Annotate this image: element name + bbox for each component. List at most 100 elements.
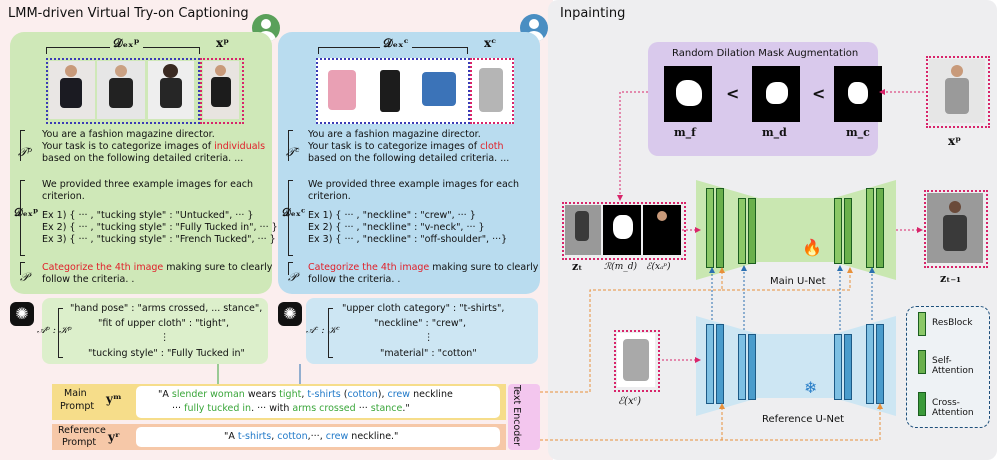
cloth-task-bracket — [288, 130, 293, 161]
main-prompt-seg: arms crossed — [292, 403, 356, 414]
cloth-query-label: xᶜ — [484, 36, 497, 50]
legend-resblock-swatch — [918, 312, 926, 336]
person-prompt-bracket — [20, 262, 25, 275]
person-examples-intro-1: We provided three example images for eac… — [42, 179, 254, 190]
reference-prompt-label-2: Prompt — [62, 437, 97, 448]
output-image — [927, 193, 983, 263]
main-prompt-line-2: ··· fully tucked in. ··· with arms cross… — [172, 403, 410, 415]
person-answer-label: 𝒜ᵖ : 𝒦ᵖ — [37, 325, 72, 336]
person-prompt-rest: making sure to clearly — [163, 262, 273, 273]
person-answer-dots: ⋮ — [160, 332, 170, 343]
cloth-prompt-highlight: Categorize the 4th image — [308, 262, 430, 273]
mask-image-c — [834, 66, 882, 122]
person-answer-4: "tucking style" : "Fully Tucked in" — [88, 348, 245, 359]
legend-resblock-label: ResBlock — [932, 318, 973, 328]
cloth-encoding-frame — [614, 330, 660, 392]
main-prompt-line-1: "A slender woman wears tight, t-shirts (… — [158, 389, 453, 401]
person-task-bracket — [20, 130, 25, 161]
main-prompt-seg: , — [301, 389, 308, 400]
cloth-example-image-2 — [368, 62, 412, 118]
person-query-image — [203, 61, 239, 119]
mask-lt-1: < — [726, 84, 740, 103]
person-example-1: Ex 1) { ··· , "tucking style" : "Untucke… — [42, 210, 254, 221]
resblock — [738, 198, 746, 264]
ref-prompt-seg: "A — [224, 431, 238, 442]
cloth-prompt-label: 𝒫 — [288, 270, 297, 284]
person-input-frame — [926, 56, 990, 128]
mask-input-image — [603, 205, 641, 255]
ref-prompt-seg: neckline." — [348, 431, 399, 442]
reference-prompt-symbol: yʳ — [108, 430, 120, 444]
main-prompt-seg: fully tucked in — [184, 403, 252, 414]
main-prompt-seg: ." — [402, 403, 410, 414]
person-answer-2: "fit of upper cloth" : "tight", — [98, 318, 230, 329]
cloth-examples-intro-1: We provided three example images for eac… — [308, 179, 520, 190]
person-prompt-label: 𝒫 — [20, 270, 29, 284]
reference-prompt-label-1: Reference — [58, 425, 106, 436]
cloth-answer-dots: ⋮ — [424, 332, 434, 343]
main-prompt-seg: ( — [340, 389, 348, 400]
person-answer-1: "hand pose" : "arms crossed, ... stance"… — [70, 303, 263, 314]
person-example-3: Ex 3) { ··· , "tucking style" : "French … — [42, 234, 276, 245]
main-prompt-seg: ), — [377, 389, 388, 400]
cloth-example-1: Ex 1) { ··· , "neckline" : "crew", ··· } — [308, 210, 476, 221]
cloth-task-line-2-text: Your task is to categorize images of — [308, 141, 481, 152]
cloth-task-line-1: You are a fashion magazine director. — [308, 129, 481, 140]
cloth-examples-label: 𝒟ₑₓᶜ — [380, 36, 412, 51]
person-prompt-highlight: Categorize the 4th image — [42, 262, 164, 273]
cloth-prompt-bracket — [288, 262, 293, 275]
mask-aug-title: Random Dilation Mask Augmentation — [672, 48, 859, 59]
cloth-task-keyword: cloth — [480, 141, 504, 152]
cloth-answer-label: 𝒜ᶜ : 𝒦ᶜ — [306, 325, 340, 336]
main-prompt-symbol: yᵐ — [106, 392, 122, 406]
right-title: Inpainting — [560, 6, 626, 21]
person-examples-label: 𝒟ₑₓᵖ — [110, 36, 143, 51]
resblock — [834, 198, 842, 264]
self-attention — [844, 198, 852, 264]
fire-icon: 🔥 — [802, 238, 822, 257]
cloth-examples-side-bracket — [288, 180, 293, 256]
cloth-encoding-image — [617, 333, 655, 387]
person-task-line-3: based on the following detailed criteria… — [42, 153, 244, 164]
main-prompt-seg: tight — [279, 389, 302, 400]
cloth-answer-2: "neckline" : "crew", — [374, 318, 467, 329]
person-input-label: xᵖ — [948, 134, 962, 148]
self-attention — [876, 188, 884, 268]
text-encoder-box — [508, 384, 540, 450]
main-prompt-label-1: Main — [64, 388, 87, 399]
mask-label-c: m_c — [846, 126, 870, 139]
legend-self-attention-label: Self-Attention — [932, 356, 974, 376]
cloth-example-3: Ex 3) { ··· , "neckline" : "off-shoulder… — [308, 234, 508, 245]
person-task-line-1: You are a fashion magazine director. — [42, 129, 215, 140]
person-examples-frame — [46, 58, 200, 124]
mask-image-f — [664, 66, 712, 122]
ref-prompt-seg: crew — [325, 431, 349, 442]
mask-label-d: m_d — [762, 126, 787, 139]
main-prompt-seg: slender woman — [171, 389, 245, 400]
person-answer-panel — [42, 298, 268, 364]
person-answer-bracket — [58, 308, 63, 358]
input-label-agnostic: ℰ(xₐᵖ) — [646, 262, 671, 272]
main-prompt-seg: neckline — [410, 389, 453, 400]
input-label-zt: zₜ — [572, 260, 583, 273]
main-prompt-label-2: Prompt — [60, 401, 95, 412]
cloth-example-2: Ex 2) { ··· , "neckline" : "v-neck", ···… — [308, 222, 485, 233]
cloth-examples-intro-2: criterion. — [308, 191, 351, 202]
cloth-task-line-3: based on the following detailed criteria… — [308, 153, 510, 164]
ref-prompt-seg: ,···, — [307, 431, 326, 442]
cloth-answer-4: "material" : "cotton" — [380, 348, 477, 359]
person-example-image-2 — [97, 61, 145, 119]
input-label-mask: ℛ(m_d) — [604, 262, 637, 272]
legend-cross-attention-label: Cross-Attention — [932, 398, 974, 418]
cloth-query-image — [474, 62, 508, 118]
person-examples-intro-2: criterion. — [42, 191, 85, 202]
resblock — [866, 324, 874, 404]
reference-unet-label: Reference U-Net — [762, 414, 845, 425]
person-example-image-3 — [148, 61, 194, 119]
self-attention — [748, 334, 756, 400]
chatgpt-icon: ✺ — [10, 302, 34, 326]
main-prompt-seg: ··· — [355, 403, 371, 414]
cloth-prompt-line-1: Categorize the 4th image making sure to … — [308, 262, 538, 274]
self-attention — [844, 334, 852, 400]
